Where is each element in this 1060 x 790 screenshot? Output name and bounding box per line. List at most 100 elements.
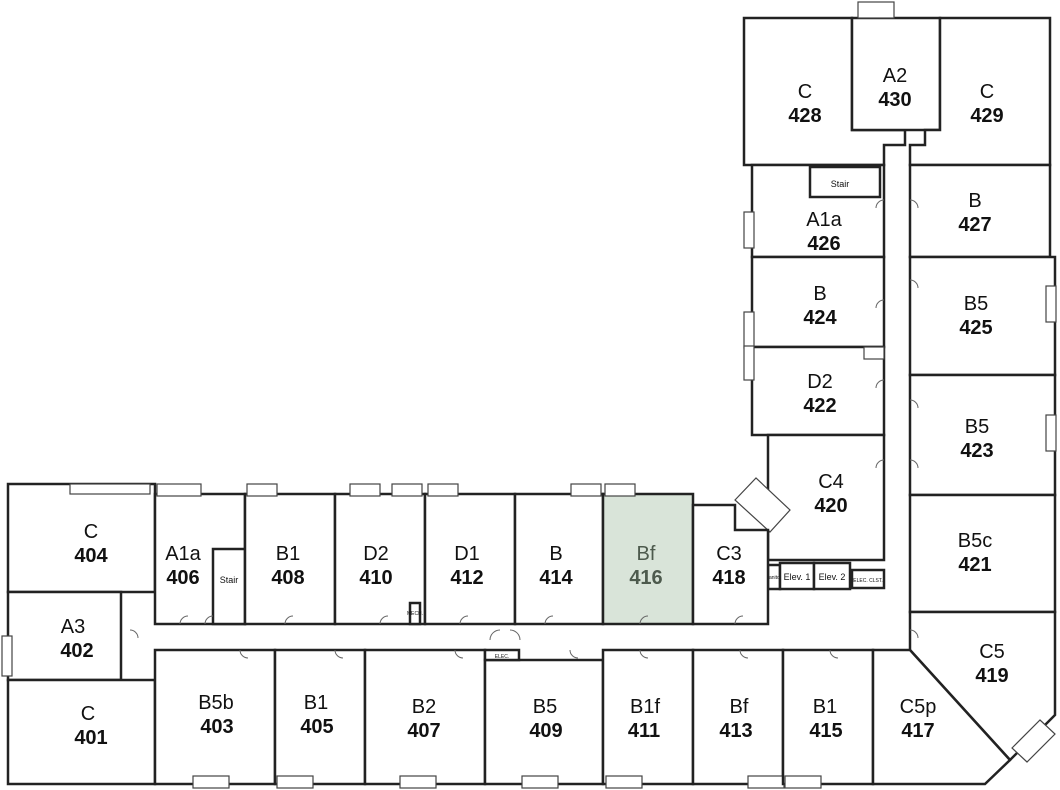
unit-number-label: 428 [788, 105, 821, 127]
unit-422[interactable]: D2 422 [743, 345, 886, 437]
unit-number-label: 410 [359, 567, 392, 589]
unit-type-label: A3 [61, 616, 85, 638]
unit-430[interactable]: A2 430 [850, 1, 942, 132]
unit-number-label: 416 [629, 567, 662, 589]
unit-419[interactable]: C5 419 [908, 610, 1057, 763]
unit-type-label: B [968, 190, 981, 212]
unit-number-label: 409 [529, 720, 562, 742]
unit-415[interactable]: B1 415 [781, 648, 875, 789]
unit-number-label: 421 [958, 554, 991, 576]
balcony [69, 483, 151, 495]
unit-421[interactable]: B5c 421 [908, 493, 1057, 614]
electrical-closet-south: ELEC. [483, 648, 521, 662]
unit-429[interactable]: C 429 [908, 16, 1052, 167]
main-corridor [120, 624, 910, 650]
janitor-label: Janitor [766, 575, 781, 581]
elevator-1: Elev. 1 [778, 561, 816, 591]
elec-label: ELEC. [495, 654, 509, 660]
unit-type-label: B5 [964, 293, 988, 315]
unit-number-label: 415 [809, 720, 842, 742]
balcony [747, 775, 785, 789]
unit-type-label: C [980, 81, 994, 103]
stair-west: Stair [211, 547, 247, 626]
unit-type-label: B1 [813, 696, 837, 718]
balcony [1045, 414, 1057, 452]
unit-type-label: C5p [900, 696, 937, 718]
unit-427[interactable]: B 427 [908, 163, 1052, 259]
unit-418[interactable]: C3 418 [691, 503, 770, 626]
unit-411[interactable]: B1f 411 [601, 648, 695, 789]
balcony [192, 775, 230, 789]
balcony [276, 775, 314, 789]
unit-424[interactable]: B 424 [743, 255, 886, 349]
unit-number-label: 402 [60, 640, 93, 662]
balcony [156, 483, 202, 497]
unit-type-label: B5c [958, 530, 992, 552]
unit-409[interactable]: B5 409 [483, 658, 605, 789]
unit-413[interactable]: Bf 413 [691, 648, 785, 789]
unit-type-label: C [81, 703, 95, 725]
balcony [246, 483, 278, 497]
unit-number-label: 403 [200, 716, 233, 738]
unit-408[interactable]: B1 408 [243, 483, 337, 626]
unit-type-label: C [798, 81, 812, 103]
unit-type-label: B1 [304, 692, 328, 714]
unit-type-label: B5b [198, 692, 234, 714]
unit-number-label: 422 [803, 395, 836, 417]
unit-type-label: A1a [165, 543, 201, 565]
unit-425[interactable]: B5 425 [908, 255, 1057, 377]
unit-416-highlighted[interactable]: Bf 416 [601, 483, 695, 626]
unit-number-label: 419 [975, 665, 1008, 687]
balcony [1011, 719, 1056, 763]
balcony [427, 483, 459, 497]
balcony [784, 775, 822, 789]
unit-number-label: 424 [803, 307, 837, 329]
elevator-2-label: Elev. 2 [819, 572, 846, 582]
unit-type-label: D2 [807, 371, 833, 393]
unit-423[interactable]: B5 423 [908, 373, 1057, 497]
unit-number-label: 401 [74, 727, 107, 749]
unit-type-label: C5 [979, 641, 1005, 663]
balcony [743, 311, 755, 349]
unit-number-label: 418 [712, 567, 745, 589]
elevator-2: Elev. 2 [812, 561, 852, 591]
unit-402[interactable]: A3 402 [1, 590, 123, 682]
closet [863, 346, 885, 360]
unit-number-label: 412 [450, 567, 483, 589]
corner-bay-window [734, 477, 791, 533]
unit-number-label: 429 [970, 105, 1003, 127]
stair-north: Stair [808, 165, 882, 199]
balcony [1045, 285, 1057, 323]
unit-number-label: 423 [960, 440, 993, 462]
unit-404[interactable]: C 404 [6, 482, 157, 594]
unit-number-label: 404 [74, 545, 108, 567]
unit-number-label: 425 [959, 317, 992, 339]
unit-number-label: 413 [719, 720, 752, 742]
unit-number-label: 411 [628, 720, 660, 742]
stair-label: Stair [220, 575, 239, 585]
unit-417[interactable]: C5p 417 [871, 648, 1012, 786]
unit-type-label: C4 [818, 471, 844, 493]
unit-414[interactable]: B 414 [513, 483, 605, 626]
unit-420[interactable]: C4 420 [766, 433, 886, 562]
unit-401[interactable]: C 401 [6, 678, 157, 786]
mech-label: MECH. [407, 611, 423, 617]
balcony [1, 635, 13, 677]
unit-number-label: 420 [814, 495, 847, 517]
balcony [743, 211, 755, 249]
unit-type-label: D2 [363, 543, 389, 565]
east-corridor [884, 165, 910, 650]
unit-number-label: 408 [271, 567, 304, 589]
unit-407[interactable]: B2 407 [363, 648, 487, 789]
unit-number-label: 417 [901, 720, 934, 742]
unit-403[interactable]: B5b 403 [153, 648, 277, 789]
unit-type-label: Bf [730, 696, 749, 718]
electrical-closet-north: ELEC. CLST. [850, 568, 886, 590]
unit-number-label: 414 [539, 567, 573, 589]
unit-number-label: 407 [407, 720, 440, 742]
balcony [857, 1, 895, 19]
unit-type-label: B1f [630, 696, 660, 718]
unit-412[interactable]: D1 412 [423, 483, 517, 626]
unit-type-label: B5 [533, 696, 557, 718]
unit-405[interactable]: B1 405 [273, 648, 367, 789]
